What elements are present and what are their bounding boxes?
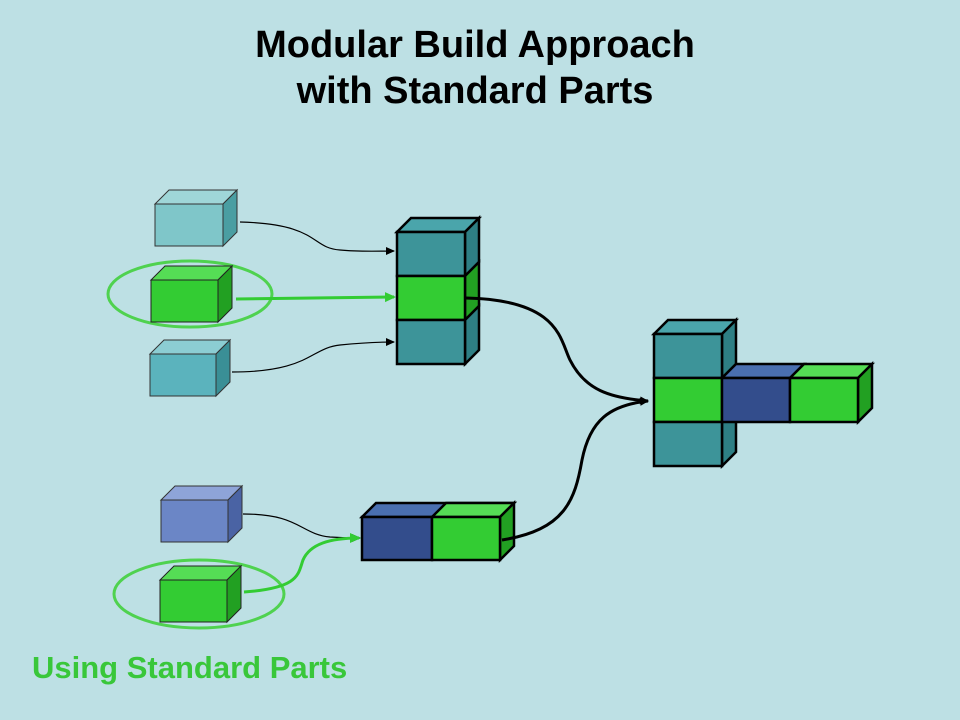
connector-stack-to-final (465, 296, 649, 405)
part-green-standard-bottom (158, 564, 243, 624)
part-green-standard-top (149, 264, 234, 324)
connector-teal-mid-to-stack (231, 338, 395, 373)
caption-using-standard-parts: Using Standard Parts (32, 650, 348, 685)
title-line-2: with Standard Parts (296, 70, 654, 112)
slide-title: Modular Build Approach with Standard Par… (0, 22, 950, 114)
highlight-ring-bottom (112, 558, 286, 630)
connector-teal-light-to-stack (239, 221, 395, 256)
part-blue (159, 484, 244, 544)
highlight-ring-top (106, 259, 274, 329)
part-teal-light (153, 188, 239, 248)
assembly-horizontal-pair (358, 499, 518, 564)
title-line-1: Modular Build Approach (255, 24, 695, 66)
connector-pair-to-final (501, 397, 649, 542)
part-teal-mid (148, 338, 232, 398)
connector-green-to-stack (235, 292, 396, 303)
assembly-vertical-stack (393, 214, 483, 368)
connector-green-to-pair (243, 533, 361, 594)
connector-blue-to-pair (242, 513, 361, 542)
assembly-final (650, 316, 876, 470)
